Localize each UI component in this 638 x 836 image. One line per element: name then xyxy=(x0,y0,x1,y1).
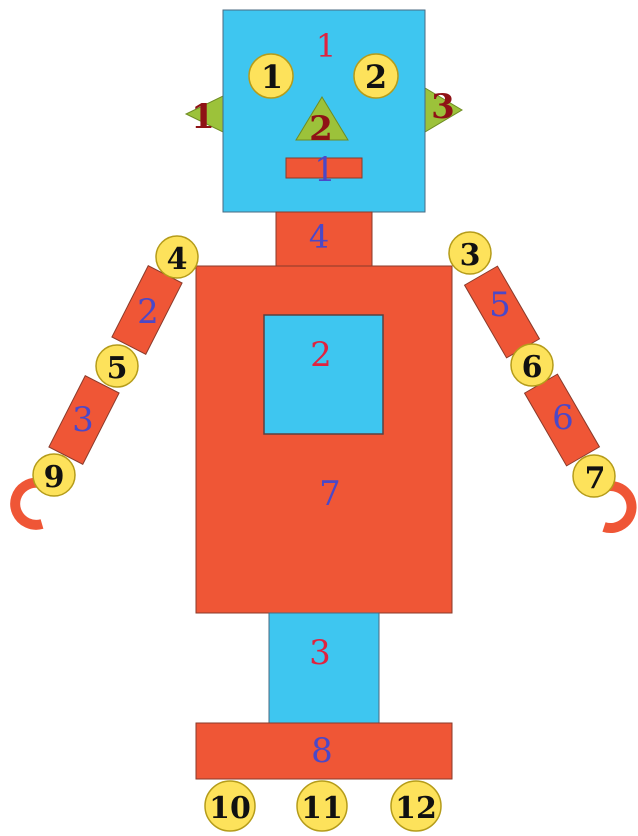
label-rect-left-upper-arm: 2 xyxy=(137,292,159,332)
label-triangle-right-ear: 3 xyxy=(431,87,455,127)
label-rect-feet: 8 xyxy=(311,731,333,771)
label-rect-legs: 3 xyxy=(309,633,331,673)
label-triangle-left-ear: 1 xyxy=(191,97,215,137)
label-triangle-nose: 2 xyxy=(309,109,333,149)
label-circle-right-wrist: 7 xyxy=(585,461,606,496)
label-rect-right-upper-arm: 5 xyxy=(489,285,511,325)
label-circle-right-elbow: 6 xyxy=(522,350,543,385)
label-circle-left-elbow: 5 xyxy=(107,351,128,386)
label-circle-left-shoulder: 4 xyxy=(167,242,188,277)
label-rect-left-forearm: 3 xyxy=(72,400,94,440)
label-rect-right-forearm: 6 xyxy=(552,398,574,438)
label-circle-right-shoulder: 3 xyxy=(460,238,481,273)
label-circle-wheel-middle: 11 xyxy=(301,791,343,826)
label-circle-left-eye: 1 xyxy=(261,58,283,96)
label-circle-left-wrist: 9 xyxy=(44,460,65,495)
label-rect-mouth: 1 xyxy=(314,150,336,190)
label-square-head: 1 xyxy=(316,27,336,65)
label-rect-neck: 4 xyxy=(309,218,329,256)
label-circle-wheel-right: 12 xyxy=(395,791,437,826)
label-square-torso-window: 2 xyxy=(310,335,332,375)
label-circle-right-eye: 2 xyxy=(365,58,387,96)
label-circle-wheel-left: 10 xyxy=(209,791,251,826)
label-rect-body: 7 xyxy=(319,474,341,514)
